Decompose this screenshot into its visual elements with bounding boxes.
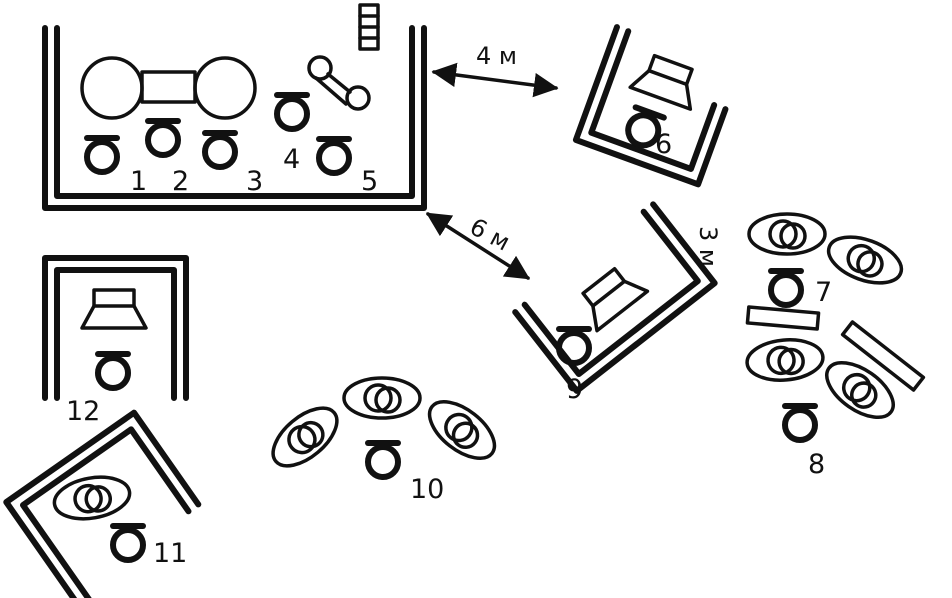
label-3: 3 bbox=[246, 166, 263, 197]
main-stage: 1 2 3 4 5 bbox=[42, 3, 427, 211]
table-icon-b bbox=[840, 320, 926, 392]
armchair-icon-7b bbox=[820, 226, 910, 294]
speaker-icon-6 bbox=[628, 49, 706, 111]
armchair-icon-10b bbox=[342, 376, 422, 420]
label-5: 5 bbox=[361, 166, 378, 197]
person-icon-11 bbox=[113, 526, 143, 560]
speaker-icon-9 bbox=[571, 259, 650, 333]
distance-label-4m: 4 м bbox=[476, 42, 517, 70]
label-9: 9 bbox=[566, 374, 583, 405]
person-icon-2 bbox=[148, 121, 178, 155]
rack-icon bbox=[358, 3, 380, 51]
label-8: 8 bbox=[808, 449, 825, 480]
table-icon-a bbox=[745, 305, 821, 331]
person-icon-9 bbox=[559, 329, 589, 363]
label-6: 6 bbox=[655, 129, 672, 160]
group-10: 10 bbox=[261, 376, 507, 505]
arrow-6m bbox=[425, 212, 531, 280]
group-7-8: 7 8 bbox=[743, 212, 926, 480]
label-2: 2 bbox=[172, 166, 189, 197]
booth-6 bbox=[572, 24, 729, 188]
label-7: 7 bbox=[815, 277, 832, 308]
booth-9 bbox=[512, 201, 718, 394]
person-icon-12 bbox=[98, 354, 128, 388]
person-icon-8 bbox=[785, 406, 815, 440]
armchair-icon-8a bbox=[743, 335, 827, 385]
arrow-4m bbox=[431, 62, 559, 98]
armchair-icon-10c bbox=[417, 389, 507, 471]
armchair-icon-7a bbox=[747, 212, 827, 256]
distance-arrows: 4 м 6 м 3 м bbox=[425, 42, 722, 280]
person-icon-10 bbox=[368, 443, 398, 477]
person-icon-5 bbox=[319, 139, 349, 173]
drum-set-icon bbox=[80, 56, 257, 120]
label-11: 11 bbox=[153, 538, 187, 569]
person-icon-3 bbox=[205, 133, 235, 167]
label-10: 10 bbox=[410, 474, 444, 505]
armchair-icon-8b bbox=[815, 350, 905, 430]
distance-label-6m: 6 м bbox=[465, 213, 514, 257]
person-icon-1 bbox=[87, 138, 117, 172]
person-icon-7 bbox=[771, 271, 801, 305]
label-12: 12 bbox=[66, 396, 100, 427]
booth-11 bbox=[3, 409, 202, 598]
person-icon-4 bbox=[277, 95, 307, 129]
label-1: 1 bbox=[130, 166, 147, 197]
speaker-icon-12 bbox=[80, 288, 148, 330]
small-instrument-icon bbox=[307, 55, 371, 111]
label-4: 4 bbox=[283, 144, 300, 175]
armchair-icon-10a bbox=[261, 395, 349, 479]
booth-12: 12 bbox=[42, 255, 189, 427]
